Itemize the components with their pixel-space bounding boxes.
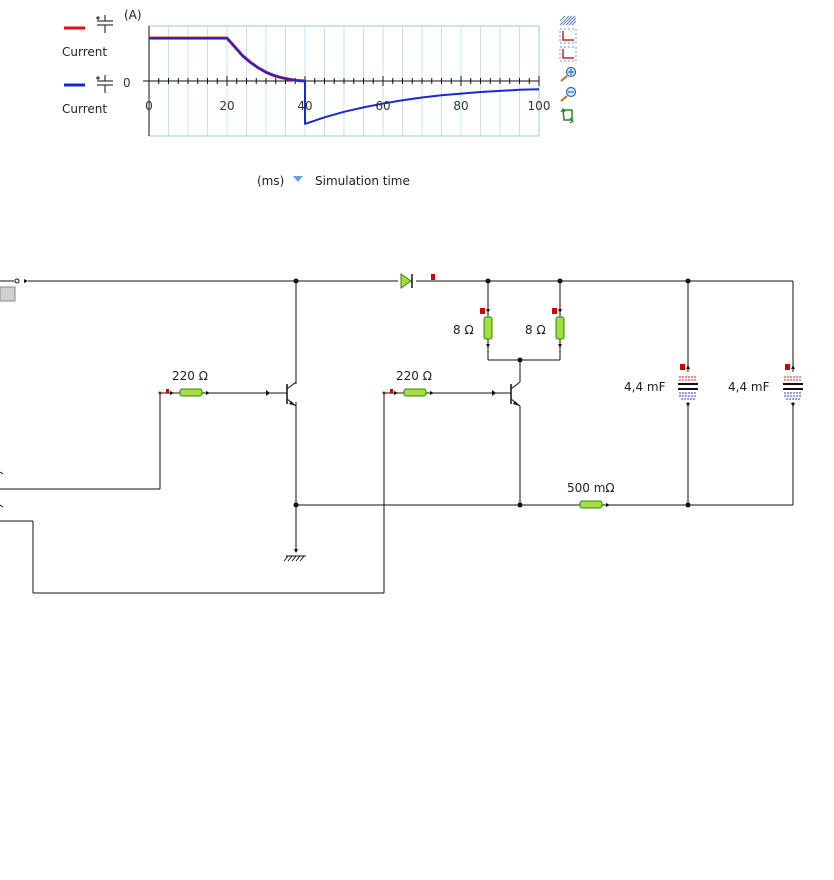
capacitor-label-1: 4,4 mF — [624, 380, 666, 394]
source-terminal[interactable] — [0, 278, 28, 302]
resistor-label-3: 8 Ω — [453, 323, 474, 337]
capacitor-label-2: 4,4 mF — [728, 380, 770, 394]
axis-y-icon[interactable] — [559, 46, 577, 62]
capacitor-2[interactable] — [782, 364, 804, 407]
x-tick-label: 100 — [528, 99, 551, 113]
chart: Current Current (A) 0 0 20 40 60 80 100 — [62, 8, 577, 188]
zoom-in-icon[interactable] — [560, 66, 577, 82]
legend-label-2: Current — [62, 102, 107, 116]
capacitor-icon — [96, 15, 113, 33]
resistor-base-1[interactable] — [166, 388, 210, 397]
x-tick-labels: 0 20 40 60 80 100 — [145, 99, 550, 113]
hatch-icon[interactable] — [559, 15, 577, 26]
chart-toolbar — [559, 15, 577, 124]
transistor-1[interactable] — [266, 381, 297, 407]
resistor-500-mohm[interactable] — [579, 500, 610, 509]
resistor-label-4: 8 Ω — [525, 323, 546, 337]
legend-entry-1: Current — [62, 15, 113, 59]
resistor-label-1: 220 Ω — [172, 369, 208, 383]
legend-label-1: Current — [62, 45, 107, 59]
circuit-diagram: 220 Ω 220 Ω — [0, 273, 804, 594]
series-line-2 — [149, 37, 540, 125]
zoom-out-icon[interactable] — [560, 86, 577, 102]
resistor-label-5: 500 mΩ — [567, 481, 615, 495]
junction-nodes — [158, 278, 691, 508]
capacitor-1[interactable] — [677, 364, 699, 407]
resistor-8-ohm-1[interactable] — [480, 308, 493, 348]
series — [149, 36, 540, 125]
fit-icon[interactable] — [560, 107, 574, 124]
y-axis-unit: (A) — [124, 8, 142, 22]
dropdown-arrow-icon[interactable] — [293, 176, 303, 182]
x-axis-unit: (ms) — [257, 174, 284, 188]
resistor-base-2[interactable] — [390, 388, 434, 397]
switch-button[interactable] — [0, 286, 16, 302]
diode[interactable] — [398, 273, 435, 289]
transistor-2[interactable] — [492, 381, 521, 407]
ground-icon — [283, 549, 306, 562]
axis-x-icon[interactable] — [559, 28, 577, 44]
resistor-8-ohm-2[interactable] — [552, 308, 565, 348]
x-axis-caption: Simulation time — [315, 174, 410, 188]
x-tick-label: 40 — [297, 99, 312, 113]
y-zero-label: 0 — [123, 76, 131, 90]
x-tick-label: 0 — [145, 99, 153, 113]
x-tick-label: 20 — [219, 99, 234, 113]
x-tick-label: 60 — [375, 99, 390, 113]
legend-entry-2: Current — [62, 75, 113, 116]
resistor-label-2: 220 Ω — [396, 369, 432, 383]
capacitor-icon — [96, 75, 113, 93]
x-tick-label: 80 — [453, 99, 468, 113]
